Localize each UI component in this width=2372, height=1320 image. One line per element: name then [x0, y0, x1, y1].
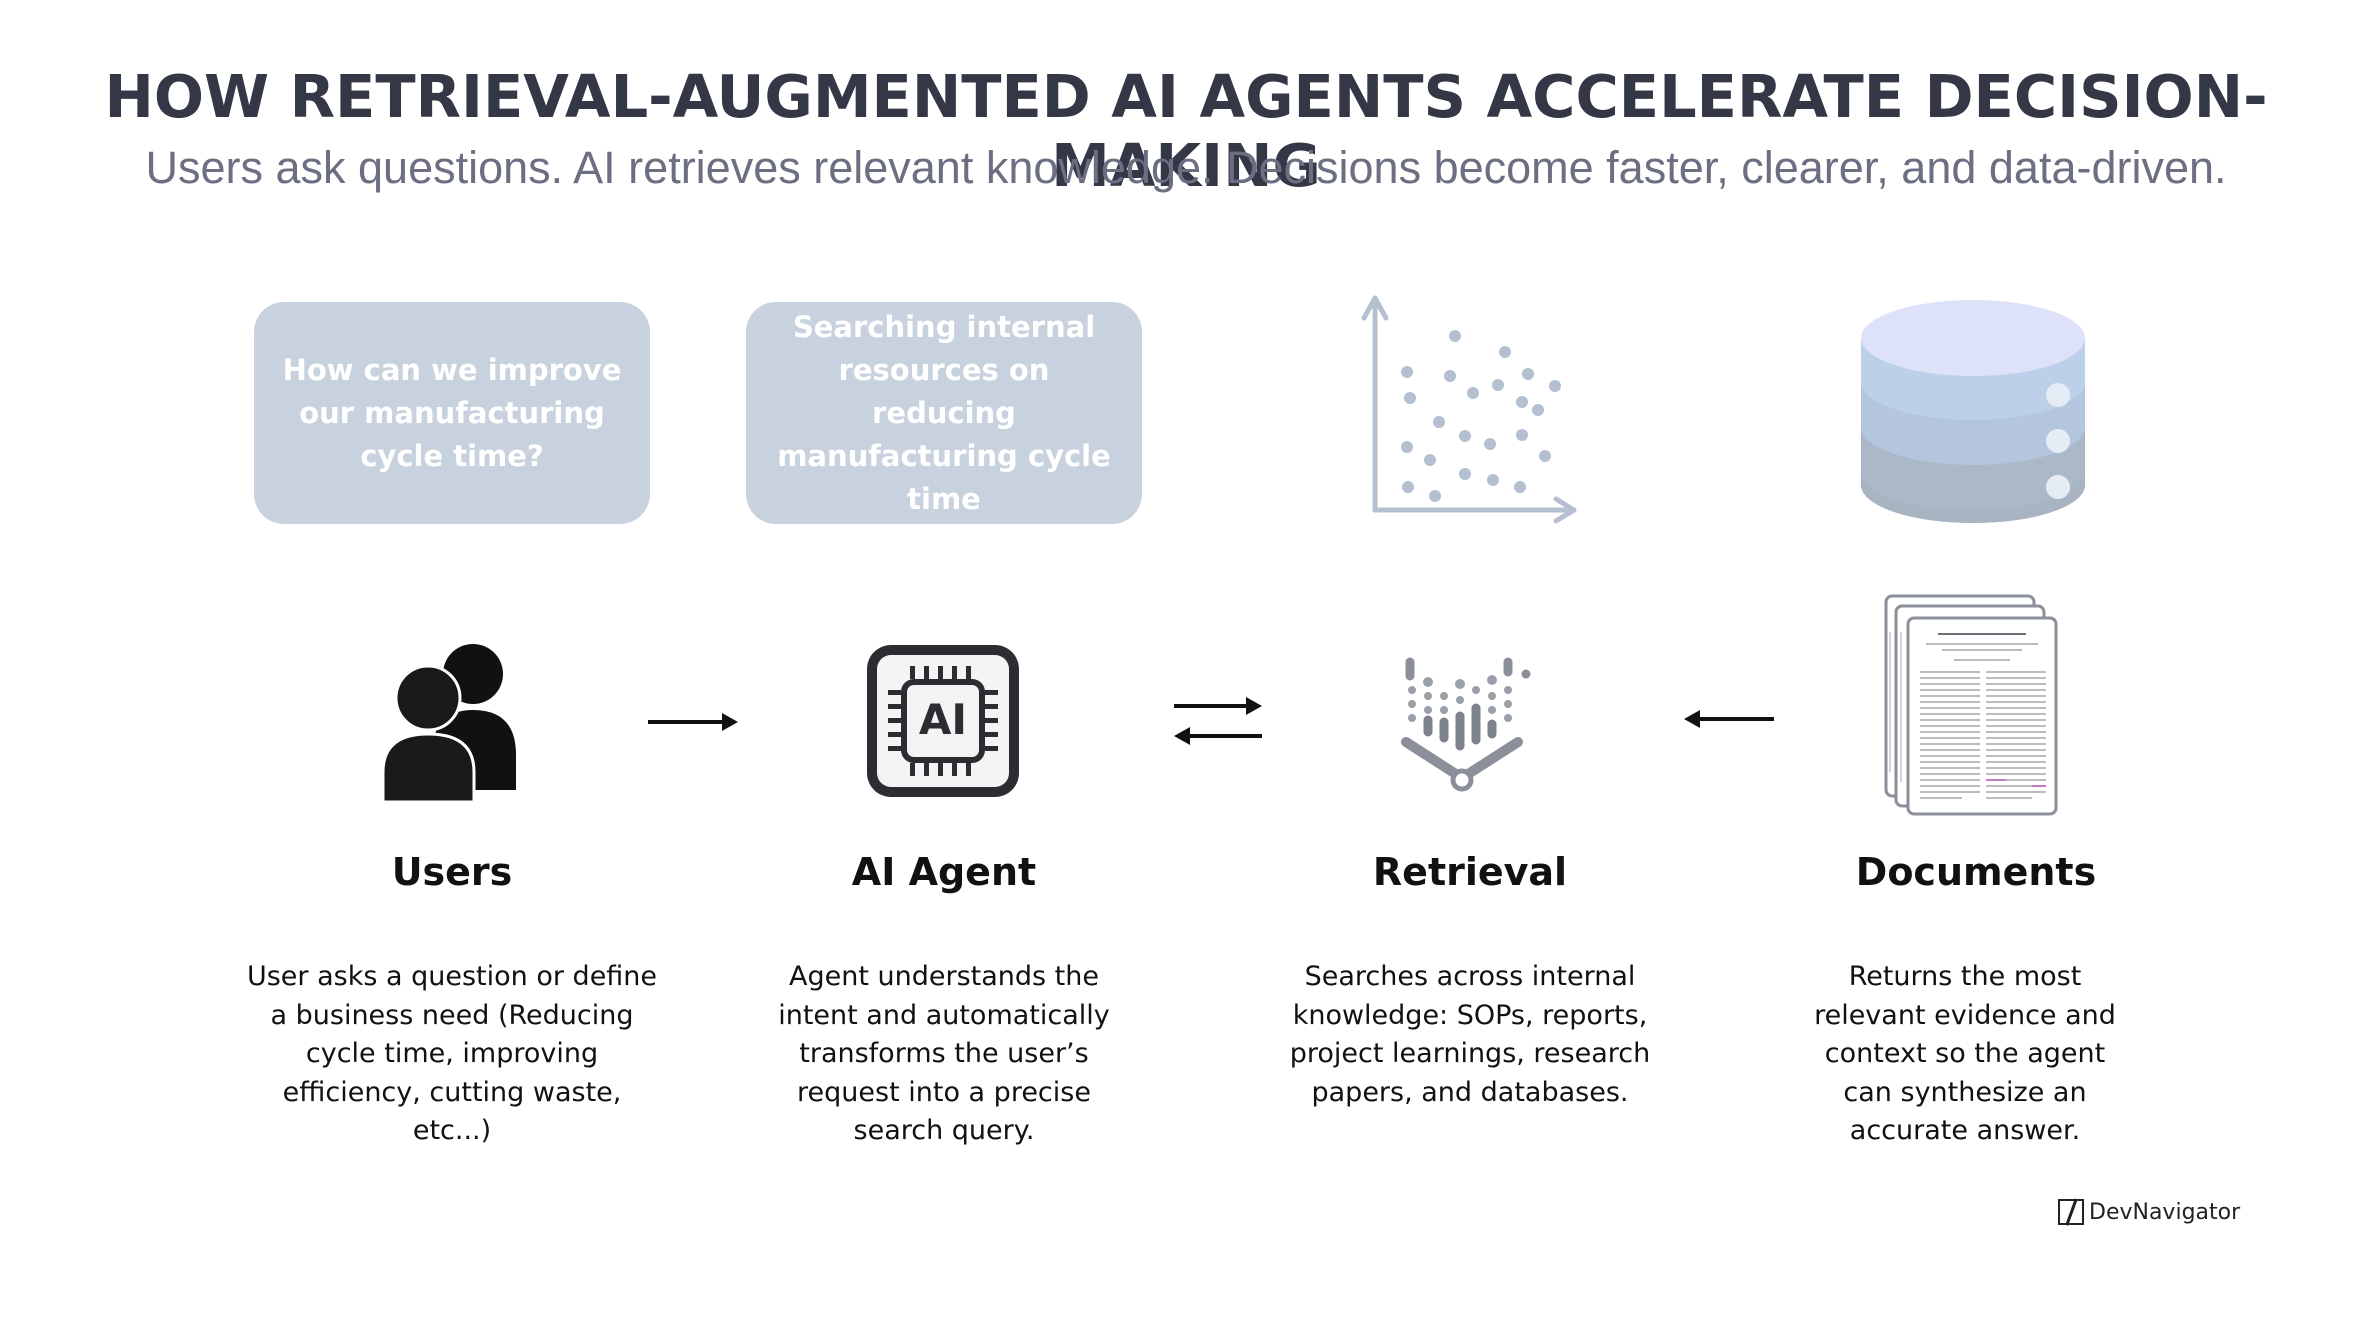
scatter-plot-icon [1361, 295, 1577, 524]
step-heading-users: Users [391, 850, 513, 894]
bidirectional-arrows-icon [1174, 697, 1262, 745]
documents-stack-icon [1884, 594, 2058, 816]
agent-searching-bubble: Searching internal resources on reducing… [746, 302, 1142, 524]
ai-chip-label: AI [919, 695, 967, 744]
arrow-right-icon [648, 713, 738, 731]
page-title: HOW RETRIEVAL-AUGMENTED AI AGENTS ACCELE… [104, 62, 2268, 200]
step-description-ai-agent: Agent understands the intent and automat… [778, 961, 1110, 1146]
ai-chip-icon: AI [867, 645, 1019, 797]
step-description-users: User asks a question or define a busines… [246, 961, 658, 1146]
step-heading-retrieval: Retrieval [1372, 850, 1568, 894]
arrow-left-icon [1684, 710, 1774, 728]
retrieval-funnel-icon [1401, 657, 1531, 792]
step-heading-documents: Documents [1855, 850, 2097, 894]
brand-mark-icon [2058, 1199, 2084, 1225]
user-question-bubble: How can we improve our manufacturing cyc… [254, 302, 650, 524]
step-description-documents: Returns the most relevant evidence and c… [1814, 961, 2116, 1146]
step-heading-ai-agent: AI Agent [851, 850, 1037, 894]
users-icon [381, 644, 516, 804]
page-subtitle: Users ask questions. AI retrieves releva… [145, 142, 2227, 193]
brand-logo: DevNavigator [2058, 1195, 2253, 1229]
database-icon [1861, 300, 2085, 523]
brand-name: DevNavigator [2089, 1199, 2241, 1225]
step-description-retrieval: Searches across internal knowledge: SOPs… [1289, 961, 1651, 1108]
